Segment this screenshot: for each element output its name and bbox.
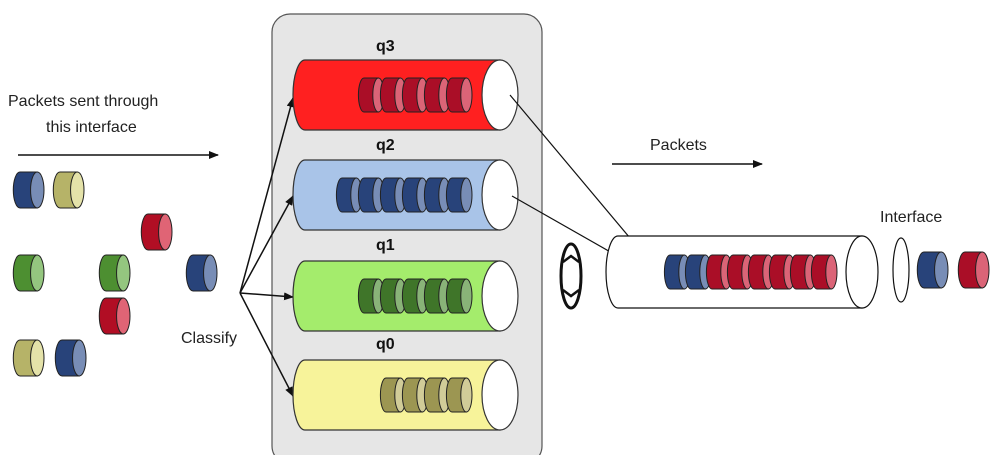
queue-q2 bbox=[292, 159, 519, 231]
classify-arrows bbox=[239, 97, 295, 397]
packet-icon bbox=[52, 171, 85, 209]
interface-label: Interface bbox=[880, 209, 943, 226]
packet-icon bbox=[423, 177, 451, 213]
packet-icon bbox=[185, 254, 218, 292]
packet-icon bbox=[98, 254, 131, 292]
packet-icon bbox=[916, 251, 949, 289]
output-pipe bbox=[605, 235, 879, 309]
packets-sent-label: Packets sent through bbox=[8, 93, 159, 110]
outgoing-packets bbox=[916, 251, 990, 289]
packet-icon bbox=[54, 339, 87, 377]
packet-icon bbox=[810, 254, 838, 290]
packet-icon bbox=[445, 377, 473, 413]
queues bbox=[292, 59, 519, 431]
packet-icon bbox=[12, 254, 45, 292]
queue-q3 bbox=[292, 59, 519, 131]
queue-label-q1: q1 bbox=[376, 237, 395, 254]
this-interface-label: this interface bbox=[46, 119, 137, 136]
queue-label-q3: q3 bbox=[376, 38, 395, 55]
packet-icon bbox=[12, 339, 45, 377]
queue-q0 bbox=[292, 359, 519, 431]
interface-ring bbox=[892, 237, 910, 303]
packet-icon bbox=[957, 251, 990, 289]
round-robin-icon bbox=[559, 242, 583, 310]
packet-icon bbox=[140, 213, 173, 251]
packet-icon bbox=[445, 177, 473, 213]
queue-q1 bbox=[292, 260, 519, 332]
packet-icon bbox=[445, 77, 473, 113]
classify-label: Classify bbox=[181, 330, 238, 347]
packet-icon bbox=[379, 77, 407, 113]
packet-icon bbox=[98, 297, 131, 335]
queue-label-q0: q0 bbox=[376, 336, 395, 353]
queue-label-q2: q2 bbox=[376, 137, 395, 154]
packets-label: Packets bbox=[650, 137, 707, 154]
packet-icon bbox=[445, 278, 473, 314]
packet-icon bbox=[12, 171, 45, 209]
incoming-packets bbox=[12, 171, 218, 377]
